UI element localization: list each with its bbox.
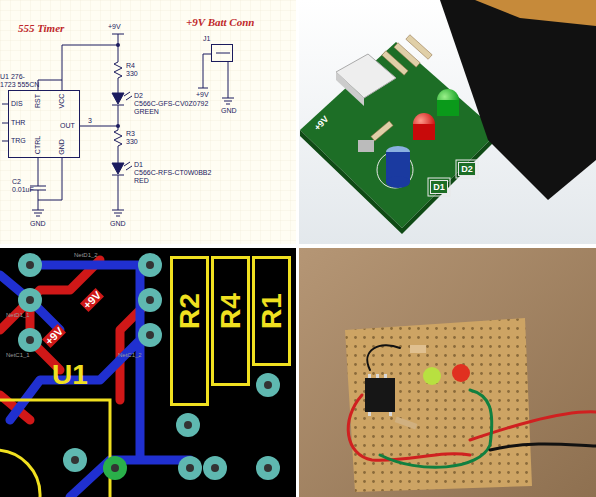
pin-name: TRG	[11, 137, 26, 145]
part-value: GREEN	[134, 108, 159, 116]
pin-name: GND	[58, 139, 66, 155]
node-text: R1	[255, 293, 287, 329]
node-text: R4	[214, 293, 246, 329]
part-value: C566C-RFS-CT0W0BB2	[134, 169, 211, 177]
net-name: NetC1_1	[6, 352, 30, 359]
ground-label: GND	[110, 220, 126, 228]
net-name: NetD1_1	[6, 312, 30, 319]
part-name: D2	[134, 92, 143, 100]
pin-name: VCC	[58, 94, 66, 109]
pcb-layout	[0, 248, 296, 497]
ground-label: GND	[221, 107, 237, 115]
part-value: 330	[126, 70, 138, 78]
silkscreen-box: D1	[430, 180, 448, 194]
title-text: 555 Timer	[18, 22, 64, 34]
part-name: D1	[134, 161, 143, 169]
power-label: +9V	[108, 23, 121, 31]
net-name: NetC1_2	[118, 352, 142, 359]
resistor-outline: R4	[211, 256, 250, 386]
node-text: U1 276-1723 555CN	[0, 73, 40, 89]
node-text: D1	[433, 182, 445, 192]
pin-name: THR	[11, 119, 25, 127]
node-text: R2	[173, 293, 205, 329]
ground-label: GND	[30, 220, 46, 228]
resistor-outline: R1	[252, 256, 291, 366]
pin-number: 3	[88, 117, 92, 125]
part-name: C2	[12, 178, 21, 186]
net-name: NetD1_2	[74, 252, 98, 259]
power-label: +9V	[196, 91, 209, 99]
title-text: +9V Batt Conn	[186, 16, 254, 28]
pin-name: OUT	[60, 122, 75, 130]
part-name: R3	[126, 130, 135, 138]
pin-name: RST	[34, 94, 42, 108]
part-value: C566C-GFS-CV0Z0792	[134, 100, 208, 108]
schematic	[0, 0, 296, 244]
part-value: 330	[126, 138, 138, 146]
pcb-3d-render	[299, 0, 596, 244]
pin-name: DIS	[11, 100, 23, 108]
silkscreen-box: D2	[458, 162, 476, 176]
ic-symbol: U1 276-1723 555CN	[8, 90, 80, 158]
connector-symbol: J1	[211, 44, 233, 62]
part-name: R4	[126, 62, 135, 70]
designator: U1	[52, 360, 88, 391]
part-value: RED	[134, 177, 149, 185]
pin-name: CTRL	[34, 136, 42, 154]
part-value: 0.01uF	[12, 186, 34, 194]
perfboard-photo	[299, 248, 596, 497]
resistor-outline: R2	[170, 256, 209, 406]
node-text: D2	[461, 164, 473, 174]
node-text: J1	[203, 35, 233, 43]
